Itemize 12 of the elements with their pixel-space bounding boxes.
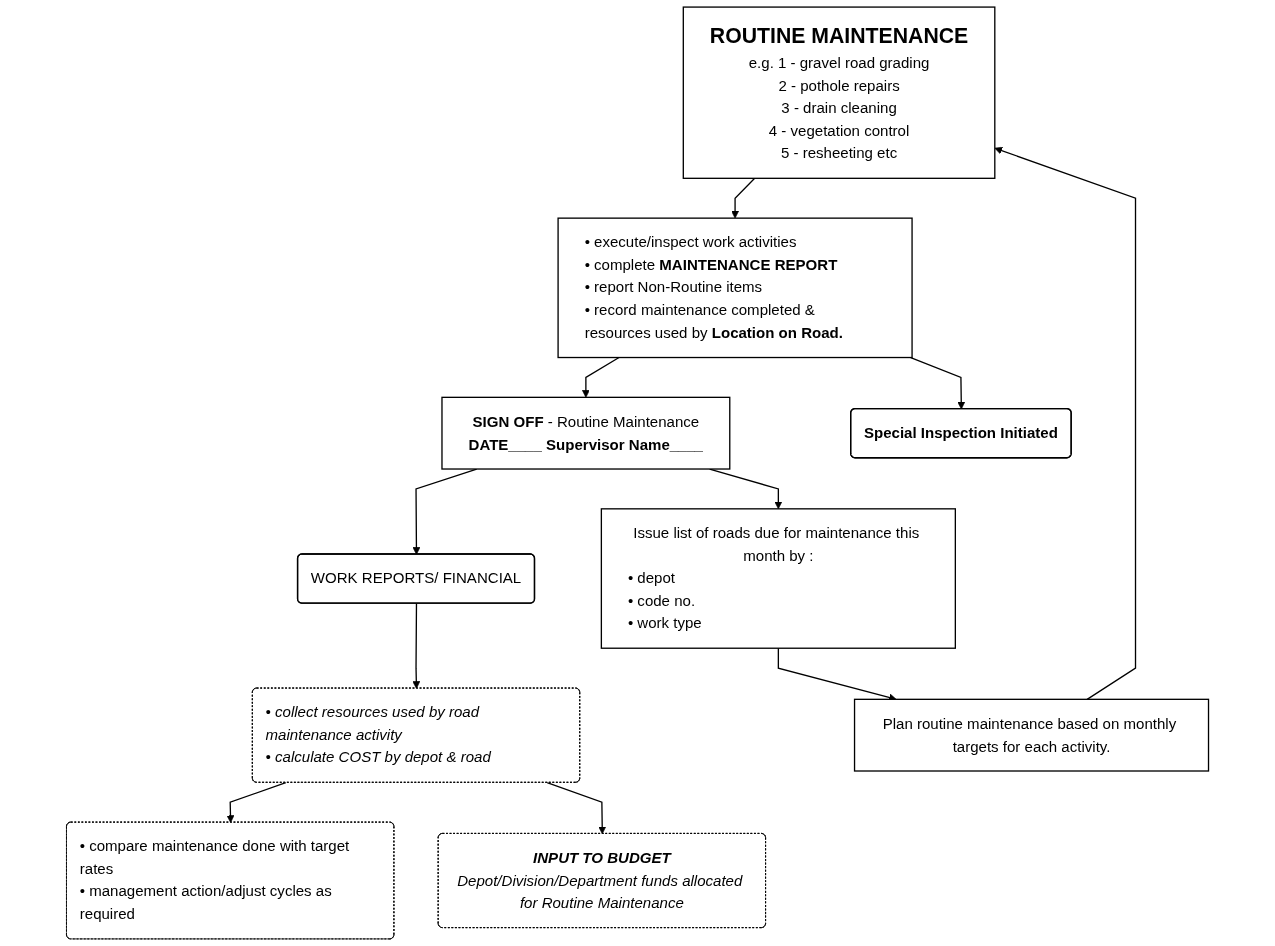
arrow [582,356,620,398]
arrow [226,782,287,823]
node-box [600,508,956,649]
node-box [441,396,731,470]
arrow [731,177,756,219]
node-box [682,6,996,179]
arrow [546,782,607,835]
arrow [994,146,1137,700]
node-box [853,698,1210,772]
arrow [910,356,966,410]
arrow [412,602,421,689]
node-box [557,217,913,359]
